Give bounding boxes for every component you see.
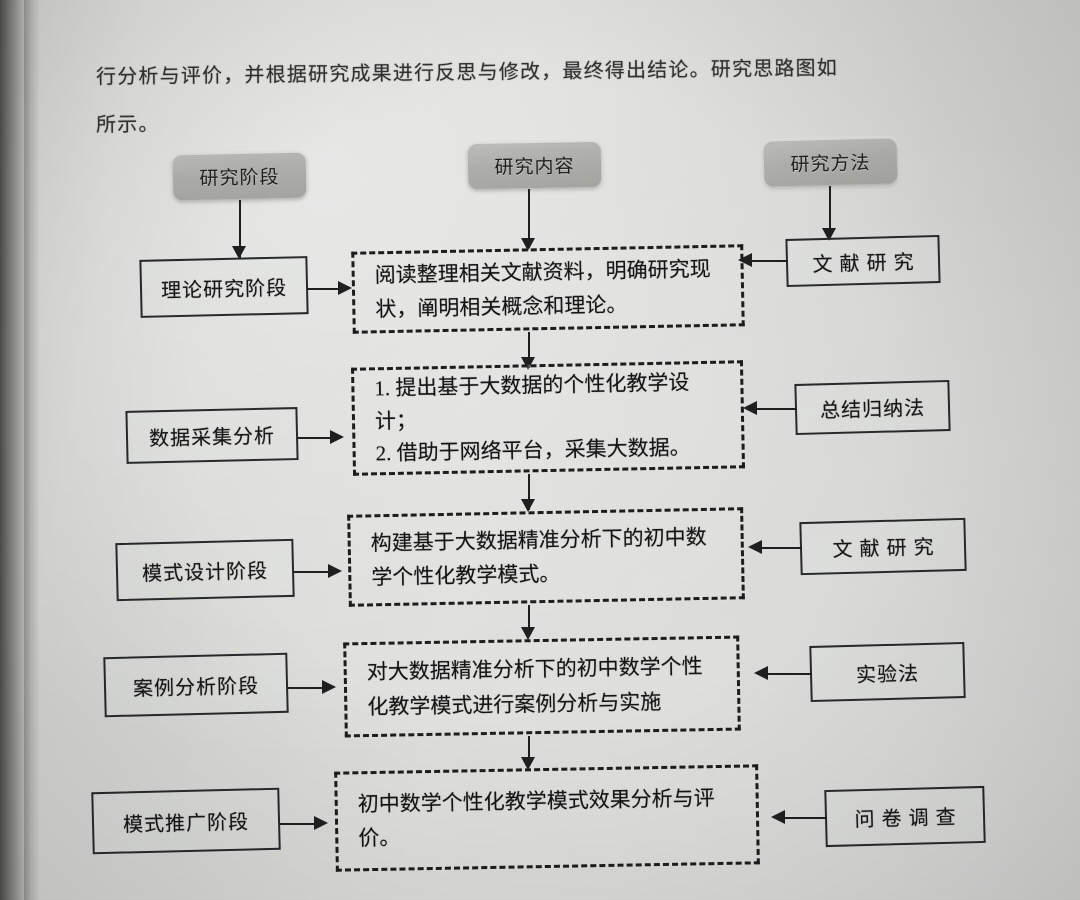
content-box-1: 阅读整理相关文献资料，明确研究现状，阐明相关概念和理论。 <box>351 244 745 334</box>
method-label-2: 总结归纳法 <box>819 397 926 423</box>
method-box-2: 总结归纳法 <box>794 379 951 436</box>
arrow-method-3-left-icon <box>748 540 762 554</box>
connector-content-header <box>528 189 530 248</box>
content-text-3: 构建基于大数据精准分析下的初中数学个性化教学模式。 <box>370 524 707 590</box>
header-method-label: 研究方法 <box>790 153 871 176</box>
arrow-content-4-5-down-icon <box>521 757 535 770</box>
connector-content-1-2 <box>528 332 530 368</box>
stage-box-3: 模式设计阶段 <box>115 538 295 602</box>
connector-content-2-3 <box>528 474 530 510</box>
arrow-stage-2-right-icon <box>330 430 344 444</box>
header-content-label: 研究内容 <box>494 156 575 179</box>
stage-box-4: 案例分析阶段 <box>103 652 289 718</box>
content-text-2-line1: 1. 提出基于大数据的个性化教学设 <box>374 370 690 401</box>
header-stage: 研究阶段 <box>172 152 307 201</box>
method-box-3: 文献研究 <box>799 517 967 576</box>
arrow-method-1-left-icon <box>738 253 752 267</box>
content-box-3: 构建基于大数据精准分析下的初中数学个性化教学模式。 <box>347 507 745 607</box>
method-box-4: 实验法 <box>809 641 966 703</box>
connector-content-4-5 <box>528 736 530 766</box>
connector-stage-2 <box>298 437 332 439</box>
content-box-5: 初中数学个性化教学模式效果分析与评价。 <box>334 764 760 872</box>
content-box-4: 对大数据精准分析下的初中数学个性化教学模式进行案例分析与实施 <box>343 635 741 738</box>
arrow-stage-3-right-icon <box>328 564 342 578</box>
content-text-2-line3: 2. 借助于网络平台，采集大数据。 <box>375 435 691 466</box>
content-text-1: 阅读整理相关文献资料，明确研究现状，阐明相关概念和理论。 <box>374 256 711 322</box>
arrow-method-5-left-icon <box>771 810 785 824</box>
content-box-2: 1. 提出基于大数据的个性化教学设 计； 2. 借助于网络平台，采集大数据。 <box>350 360 746 476</box>
arrow-content-2-3-down-icon <box>521 499 535 512</box>
arrow-stage-5-right-icon <box>314 816 328 830</box>
connector-method-header <box>829 186 831 238</box>
header-content: 研究内容 <box>467 141 602 190</box>
method-label-1: 文献研究 <box>812 250 921 276</box>
connector-method-1 <box>752 260 788 262</box>
connector-stage-3 <box>294 571 330 573</box>
arrow-stage-header-down-icon <box>232 246 246 259</box>
paragraph-line-2: 所示。 <box>95 113 160 137</box>
arrow-content-3-4-down-icon <box>521 627 535 640</box>
stage-label-3: 模式设计阶段 <box>141 559 269 586</box>
connector-method-4 <box>768 673 812 675</box>
connector-stage-header <box>239 200 241 258</box>
connector-content-3-4 <box>528 605 530 635</box>
stage-box-5: 模式推广阶段 <box>91 787 281 855</box>
connector-method-3 <box>762 547 802 549</box>
method-box-5: 问卷调查 <box>824 785 986 848</box>
stage-label-5: 模式推广阶段 <box>122 810 250 837</box>
connector-stage-1 <box>308 288 340 290</box>
content-text-5: 初中数学个性化教学模式效果分析与评价。 <box>357 786 715 851</box>
stage-box-1: 理论研究阶段 <box>139 256 309 318</box>
arrow-method-4-left-icon <box>754 666 768 680</box>
stage-box-2: 数据采集分析 <box>125 407 299 464</box>
stage-label-2: 数据采集分析 <box>148 425 276 451</box>
arrow-content-header-down-icon <box>521 238 535 251</box>
content-text-4: 对大数据精准分析下的初中数学个性化教学模式进行案例分析与实施 <box>366 654 703 719</box>
connector-stage-5 <box>280 823 316 825</box>
stage-label-1: 理论研究阶段 <box>160 277 288 302</box>
header-method: 研究方法 <box>763 138 898 187</box>
arrow-method-header-down-icon <box>822 228 836 241</box>
page-binding-gradient <box>24 0 40 900</box>
method-label-3: 文献研究 <box>832 536 941 562</box>
header-stage-label: 研究阶段 <box>199 167 280 190</box>
arrow-content-1-2-down-icon <box>521 357 535 370</box>
arrow-stage-4-right-icon <box>322 680 336 694</box>
stage-label-4: 案例分析阶段 <box>132 674 260 701</box>
method-label-4: 实验法 <box>855 662 920 687</box>
method-label-5: 问卷调查 <box>854 806 963 832</box>
connector-method-2 <box>757 408 797 410</box>
arrow-method-2-left-icon <box>743 401 757 415</box>
connector-method-5 <box>785 817 827 819</box>
method-box-1: 文献研究 <box>785 234 941 288</box>
connector-stage-4 <box>288 687 324 689</box>
arrow-stage-1-right-icon <box>338 281 352 295</box>
